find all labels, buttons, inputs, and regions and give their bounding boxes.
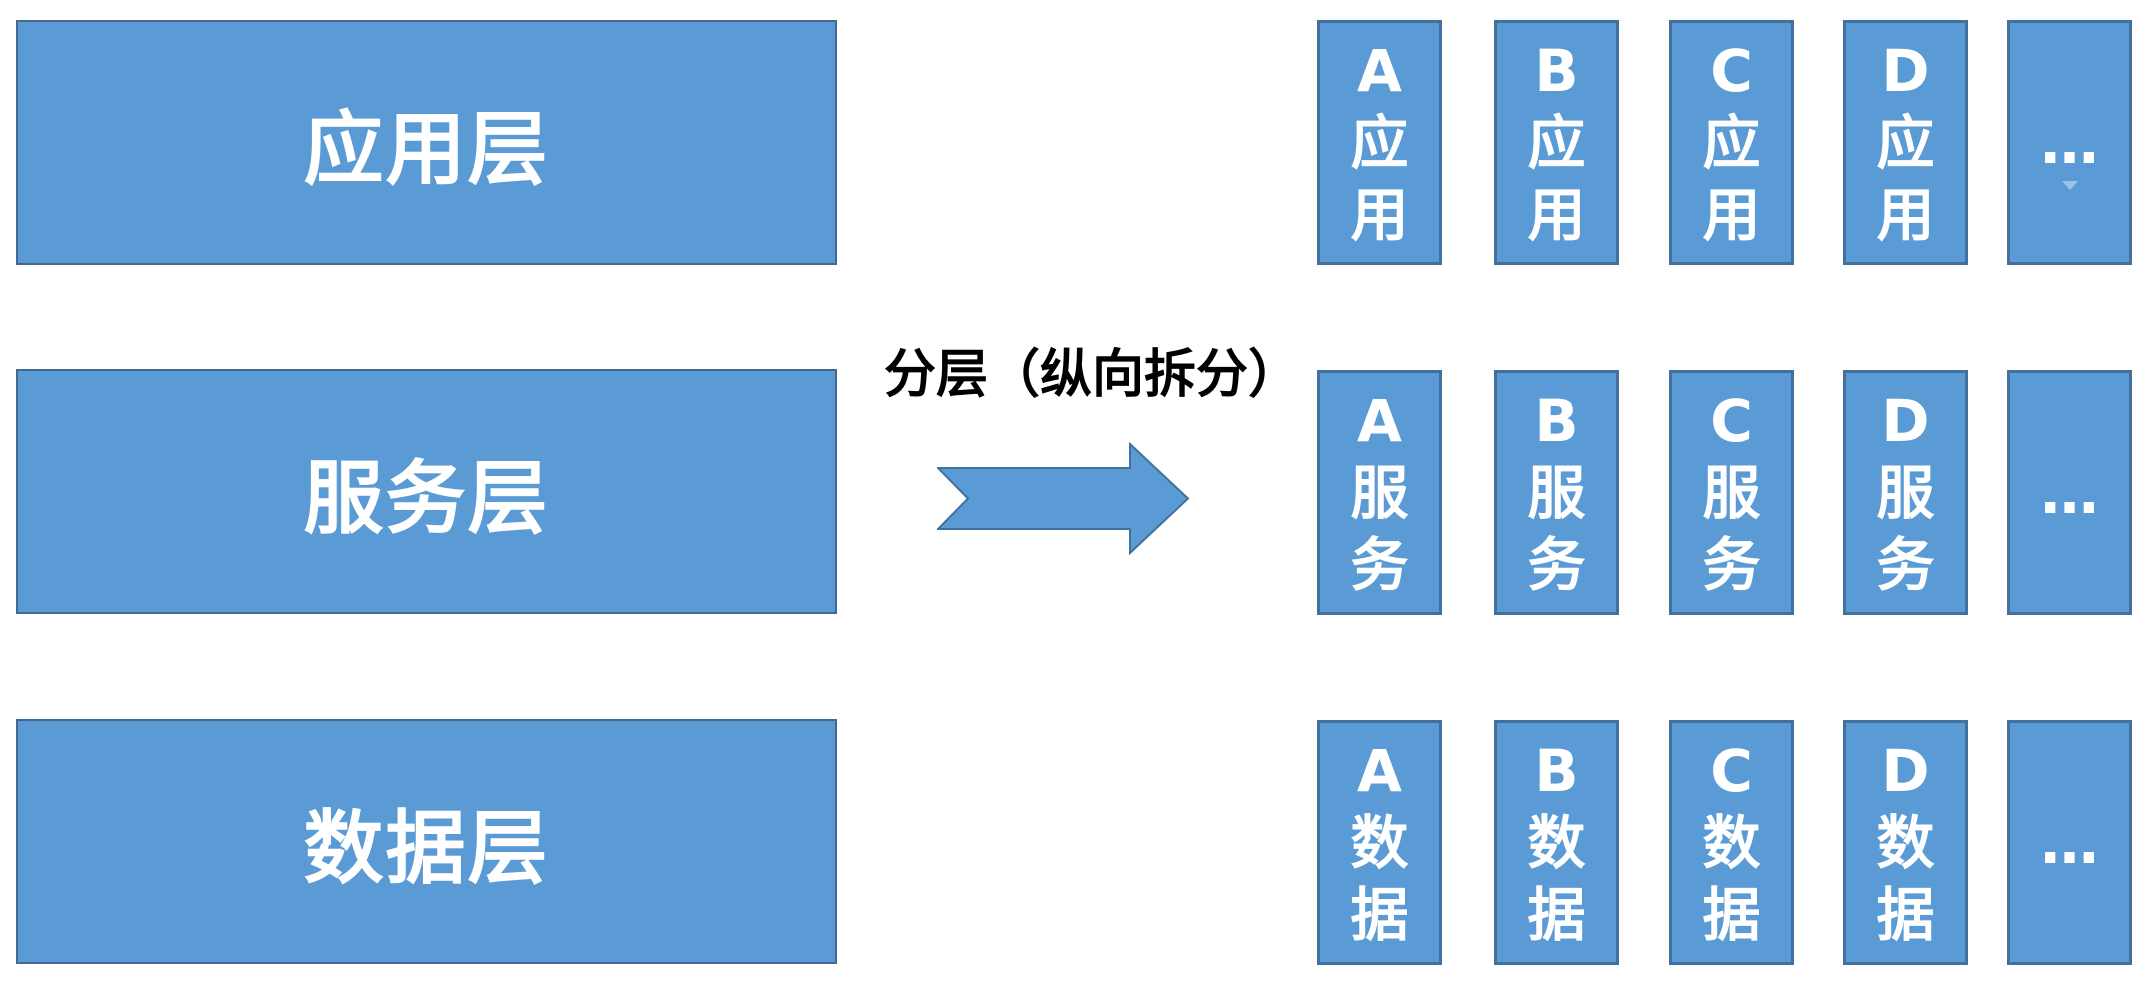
grid-cell-text: C 服 务 xyxy=(1702,386,1761,599)
transform-caption: 分层（纵向拆分） xyxy=(884,345,1301,405)
grid-cell-text: B 服 务 xyxy=(1527,386,1586,599)
grid-cell-data-b: B 数 据 xyxy=(1494,720,1619,965)
grid-cell-text: D 应 用 xyxy=(1876,36,1935,249)
application-layer-label: 应用层 xyxy=(303,102,550,196)
ellipsis-label: … xyxy=(2040,458,2099,527)
notched-right-arrow-icon xyxy=(937,442,1190,555)
overflow-triangle-icon xyxy=(2061,181,2078,190)
grid-cell-app-a: A 应 用 xyxy=(1317,20,1442,265)
grid-cell-app-d: D 应 用 xyxy=(1843,20,1968,265)
layer-box-application: 应用层 xyxy=(16,20,837,265)
grid-cell-text: A 服 务 xyxy=(1350,386,1409,599)
grid-cell-text: C 数 据 xyxy=(1702,736,1761,949)
grid-cell-text: B 数 据 xyxy=(1527,736,1586,949)
grid-cell-service-b: B 服 务 xyxy=(1494,370,1619,615)
grid-cell-text: C 应 用 xyxy=(1702,36,1761,249)
grid-cell-text: A 数 据 xyxy=(1350,736,1409,949)
data-layer-label: 数据层 xyxy=(303,801,550,895)
grid-cell-service-a: A 服 务 xyxy=(1317,370,1442,615)
grid-cell-text: A 应 用 xyxy=(1350,36,1409,249)
grid-cell-data-c: C 数 据 xyxy=(1669,720,1794,965)
layer-box-service: 服务层 xyxy=(16,369,837,614)
grid-cell-text: B 应 用 xyxy=(1527,36,1586,249)
grid-cell-data-more: … xyxy=(2007,720,2132,965)
grid-cell-app-c: C 应 用 xyxy=(1669,20,1794,265)
grid-cell-service-c: C 服 务 xyxy=(1669,370,1794,615)
grid-cell-app-more: … xyxy=(2007,20,2132,265)
ellipsis-label: … xyxy=(2040,808,2099,877)
service-layer-label: 服务层 xyxy=(303,451,550,545)
grid-cell-service-more: … xyxy=(2007,370,2132,615)
grid-cell-app-b: B 应 用 xyxy=(1494,20,1619,265)
ellipsis-label: … xyxy=(2040,108,2099,177)
layer-box-data: 数据层 xyxy=(16,719,837,964)
grid-cell-data-a: A 数 据 xyxy=(1317,720,1442,965)
grid-cell-text: D 服 务 xyxy=(1876,386,1935,599)
grid-cell-service-d: D 服 务 xyxy=(1843,370,1968,615)
grid-cell-text: D 数 据 xyxy=(1876,736,1935,949)
grid-cell-data-d: D 数 据 xyxy=(1843,720,1968,965)
